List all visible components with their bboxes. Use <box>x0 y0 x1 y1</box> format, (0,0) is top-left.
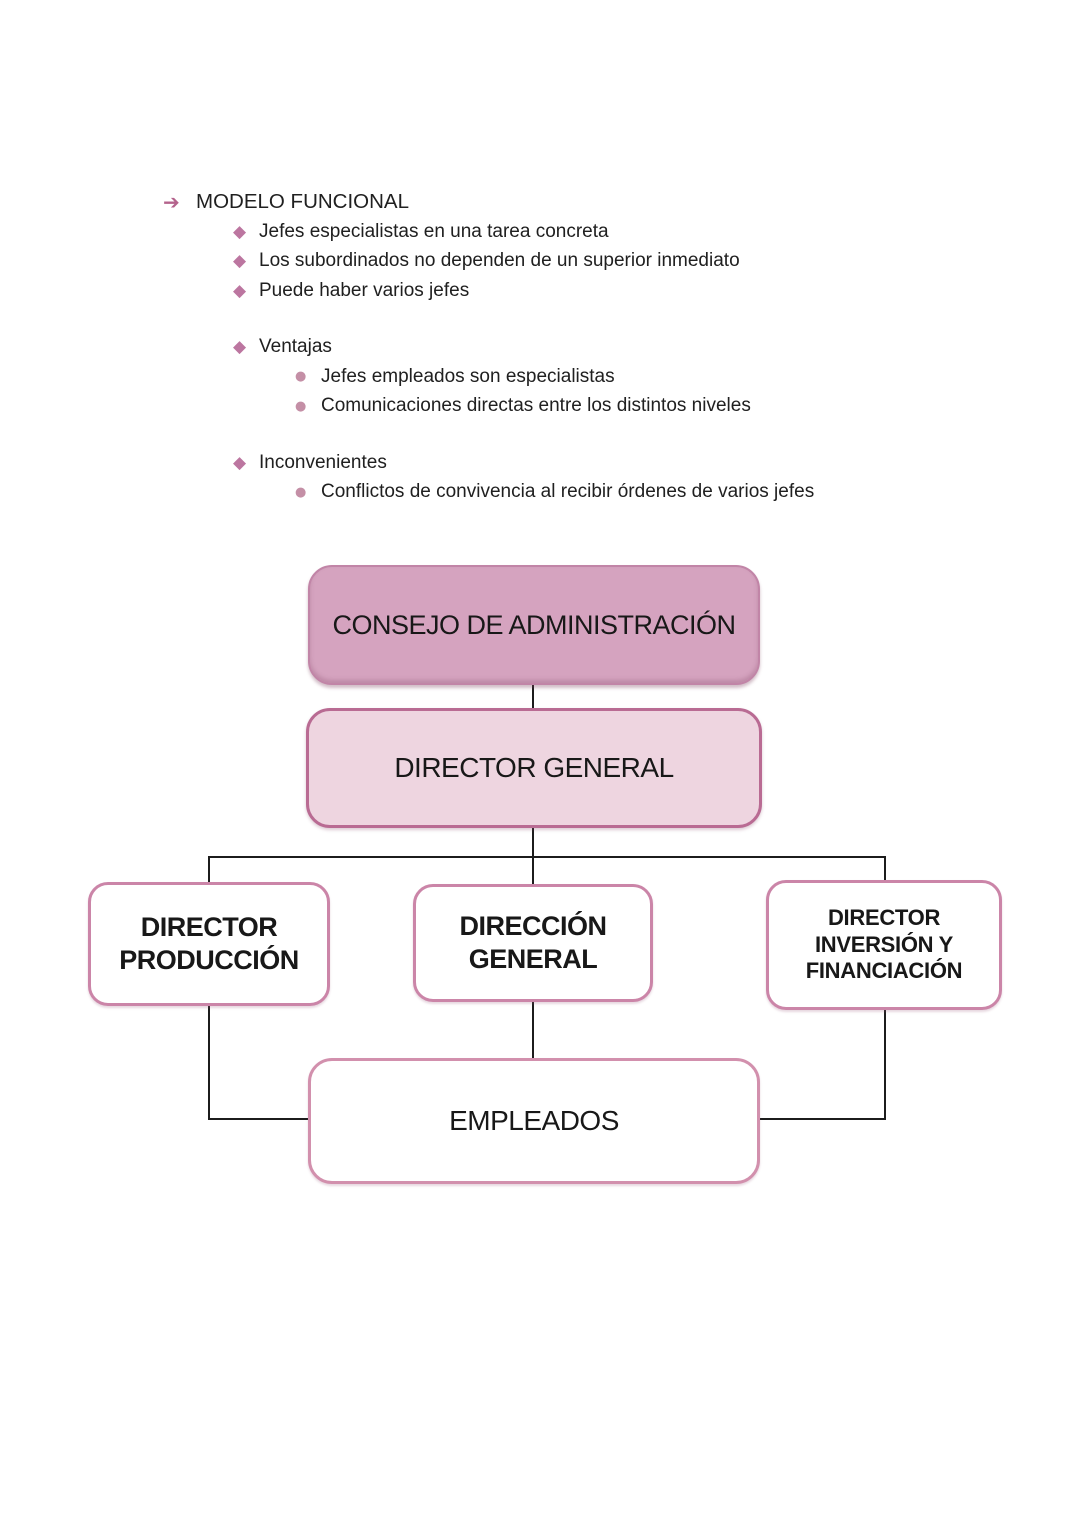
diamond-bullet-icon: ◆ <box>233 221 247 242</box>
connector-dg2-empleados <box>532 1001 534 1058</box>
inconvenientes-item: ● Conflictos de convivencia al recibir ó… <box>295 478 963 508</box>
node-label: DIRECCIÓN GENERAL <box>459 911 607 974</box>
bullet-text: Puede haber varios jefes <box>259 279 470 301</box>
diamond-bullet-icon: ◆ <box>233 337 247 358</box>
dot-bullet-icon: ● <box>295 484 307 500</box>
connector-inversion-empleados <box>758 1118 886 1120</box>
bullet-item: ◆ Puede haber varios jefes <box>233 276 963 306</box>
notes-outline: ➔ MODELO FUNCIONAL ◆ Jefes especialistas… <box>163 186 963 507</box>
connector-consejo-dg <box>532 684 534 709</box>
connector-drop-produccion <box>208 856 210 886</box>
outline-title: MODELO FUNCIONAL <box>196 189 409 213</box>
diamond-bullet-icon: ◆ <box>233 452 247 473</box>
node-label: EMPLEADOS <box>449 1104 619 1136</box>
connector-produccion-empleados <box>208 1118 313 1120</box>
ventajas-item: ● Jefes empleados son especialistas <box>295 362 963 392</box>
inconvenientes-item-text: Conflictos de convivencia al recibir órd… <box>321 481 815 503</box>
inconvenientes-heading: ◆ Inconvenientes <box>233 448 963 478</box>
outline-title-row: ➔ MODELO FUNCIONAL <box>163 186 963 217</box>
ventajas-item: ● Comunicaciones directas entre los dist… <box>295 392 963 422</box>
connector-drop-inversion <box>884 856 886 884</box>
node-direccion-general: DIRECCIÓN GENERAL <box>413 884 653 1002</box>
bullet-item: ◆ Jefes especialistas en una tarea concr… <box>233 217 963 247</box>
connector-produccion-down <box>208 1005 210 1120</box>
diamond-bullet-icon: ◆ <box>233 251 247 272</box>
diamond-bullet-icon: ◆ <box>233 280 247 301</box>
bullet-item: ◆ Los subordinados no dependen de un sup… <box>233 247 963 277</box>
node-director-general: DIRECTOR GENERAL <box>306 708 762 828</box>
bullet-text: Los subordinados no dependen de un super… <box>259 250 740 272</box>
node-director-produccion: DIRECTOR PRODUCCIÓN <box>88 882 330 1006</box>
inconvenientes-label: Inconvenientes <box>259 451 387 473</box>
dot-bullet-icon: ● <box>295 369 307 385</box>
connector-inversion-down <box>884 1009 886 1120</box>
node-consejo-de-administracion: CONSEJO DE ADMINISTRACIÓN <box>308 565 760 685</box>
node-label: DIRECTOR GENERAL <box>394 751 674 783</box>
ventajas-item-text: Comunicaciones directas entre los distin… <box>321 395 751 417</box>
ventajas-label: Ventajas <box>259 336 332 358</box>
node-label: CONSEJO DE ADMINISTRACIÓN <box>332 609 736 640</box>
node-empleados: EMPLEADOS <box>308 1058 760 1184</box>
ventajas-heading: ◆ Ventajas <box>233 333 963 363</box>
node-label: DIRECTOR PRODUCCIÓN <box>119 912 299 975</box>
arrow-bullet-icon: ➔ <box>163 189 180 214</box>
connector-horizontal-top <box>208 856 886 858</box>
dot-bullet-icon: ● <box>295 398 307 414</box>
node-director-inversion-financiacion: DIRECTOR INVERSIÓN Y FINANCIACIÓN <box>766 880 1002 1010</box>
node-label: DIRECTOR INVERSIÓN Y FINANCIACIÓN <box>805 904 963 984</box>
ventajas-item-text: Jefes empleados son especialistas <box>321 365 615 387</box>
bullet-text: Jefes especialistas en una tarea concret… <box>259 220 609 242</box>
